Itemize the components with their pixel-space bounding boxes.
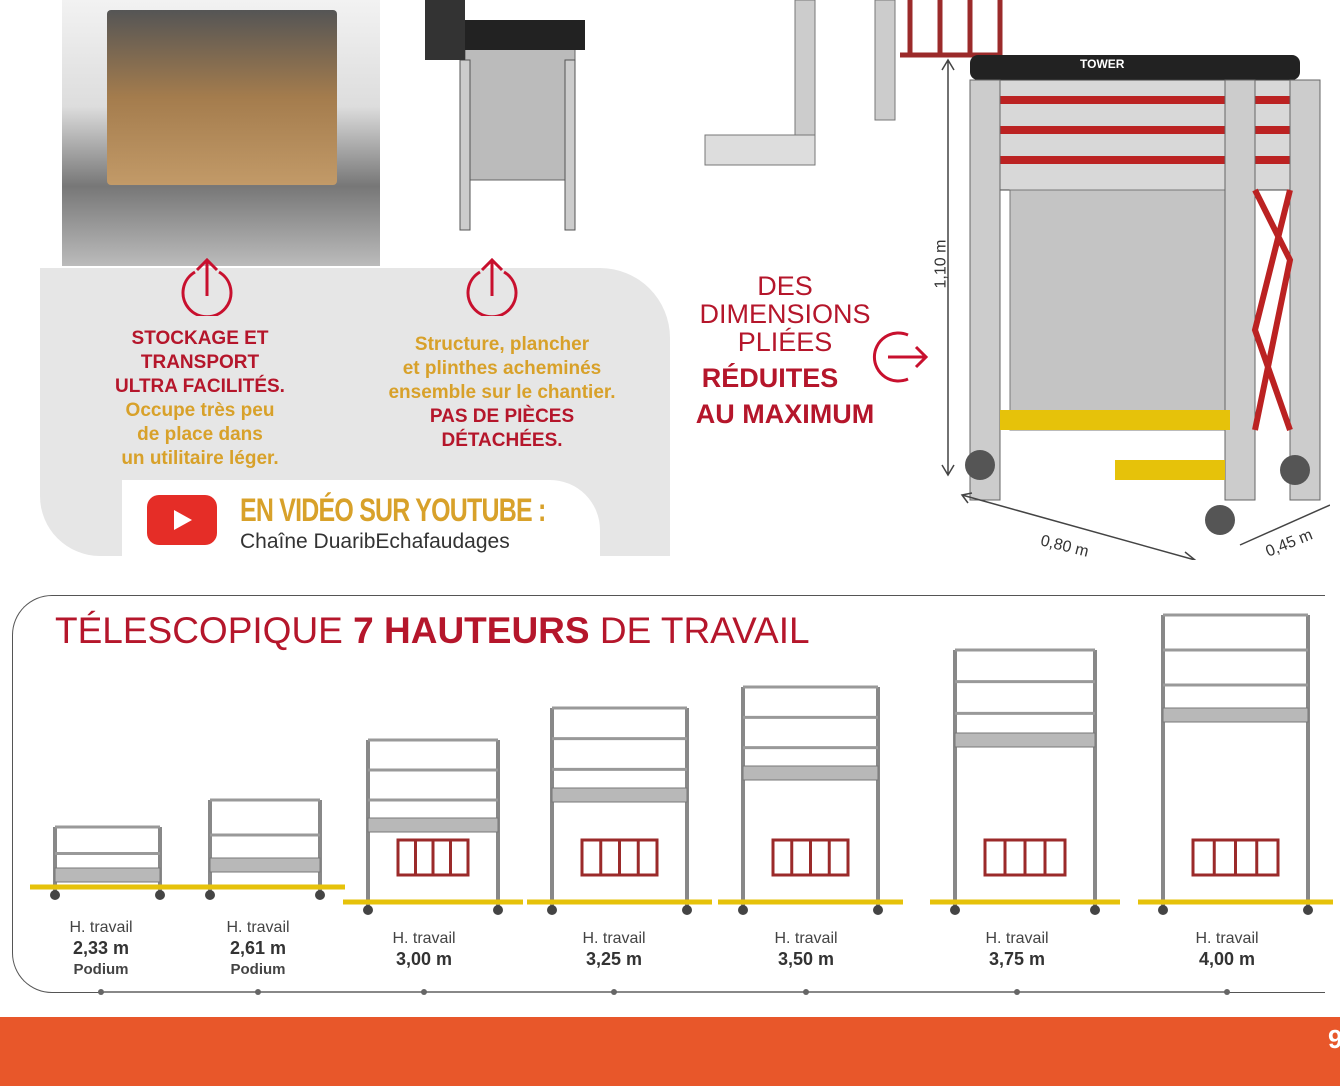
height-label: H. travail [985,930,1049,947]
height-item: H. travail 2,61 m Podium [188,918,328,980]
height-sub: Podium [230,961,286,978]
height-label: H. travail [1195,930,1259,947]
feature-text: TRANSPORT [140,352,260,373]
feature-text: DÉTACHÉES. [441,430,563,451]
timeline-line [104,991,1228,993]
title-part: TÉLESCOPIQUE [55,610,354,651]
brand-label: TOWER [1080,57,1125,71]
height-value: 2,33 m [72,938,130,958]
youtube-play-icon[interactable] [147,495,217,545]
scaffold-drawing [1138,613,1333,915]
timeline-dot [255,989,261,995]
scaffold-drawing [30,825,185,900]
timeline-dot [611,989,617,995]
height-label: H. travail [226,919,290,936]
upload-arrow-icon [181,258,233,316]
folded-scaffold-photo [425,0,595,240]
height-item: H. travail 3,50 m [736,929,876,971]
feature-structure: Structure, plancher et plinthes acheminé… [352,333,652,453]
youtube-box[interactable]: EN VIDÉO SUR YOUTUBE : Chaîne DuaribEcha… [122,480,600,556]
timeline-dot [803,989,809,995]
page-number: 9 [1328,1024,1340,1054]
height-sub: Podium [73,961,129,978]
arrow-right-icon [872,331,929,383]
youtube-channel[interactable]: Chaîne DuaribEchafaudages [240,530,510,553]
height-label: H. travail [774,930,838,947]
van-storage-photo [62,0,380,266]
height-value: 4,00 m [1198,949,1256,969]
feature-text: Structure, plancher [414,334,590,355]
height-value: 3,00 m [395,949,453,969]
section-title: TÉLESCOPIQUE 7 HAUTEURS DE TRAVAIL [55,610,810,652]
footer-bar [0,1017,1340,1086]
dimensions-line: DIMENSIONS [699,299,871,329]
scaffold-drawing [930,648,1120,915]
timeline-dot [1224,989,1230,995]
feature-text: Occupe très peu [125,400,275,421]
height-value: 3,50 m [777,949,835,969]
scaffold-drawing [185,798,345,900]
feature-text: de place dans [137,424,263,445]
height-item: H. travail 3,25 m [544,929,684,971]
height-dimension-label: 1,10 m [932,239,950,289]
heights-section [12,595,1325,993]
feature-text: un utilitaire léger. [121,448,279,469]
upload-arrow-icon [466,258,518,316]
title-part: DE TRAVAIL [589,610,810,651]
youtube-title: EN VIDÉO SUR YOUTUBE : [240,492,546,528]
height-item: H. travail 4,00 m [1157,929,1297,971]
height-label: H. travail [69,919,133,936]
feature-text: ULTRA FACILITÉS. [115,376,285,397]
feature-storage: STOCKAGE ET TRANSPORT ULTRA FACILITÉS. O… [80,327,320,471]
feature-text: PAS DE PIÈCES [429,406,575,427]
scaffold-drawing [527,706,712,915]
height-value: 3,75 m [988,949,1046,969]
title-bold: 7 HAUTEURS [353,610,590,651]
height-item: H. travail 3,75 m [947,929,1087,971]
dimensions-line: RÉDUITES [701,363,839,393]
timeline-dot [98,989,104,995]
feature-text: et plinthes acheminés [402,358,602,379]
dimensions-line: DES [757,271,813,301]
folded-scaffold-product-photo: TOWER [704,0,1330,560]
height-value: 3,25 m [585,949,643,969]
height-value: 2,61 m [229,938,287,958]
timeline-dot [421,989,427,995]
height-item: H. travail 3,00 m [354,929,494,971]
timeline-dot [1014,989,1020,995]
dimensions-line: AU MAXIMUM [695,399,875,429]
height-item: H. travail 2,33 m Podium [31,918,171,980]
feature-text: STOCKAGE ET [131,328,269,349]
height-label: H. travail [582,930,646,947]
dimensions-line: PLIÉES [737,327,833,357]
scaffold-illustrations [30,613,1333,915]
scaffold-drawing [718,685,903,915]
dimensions-text: DES DIMENSIONS PLIÉES RÉDUITES AU MAXIMU… [675,272,895,428]
height-label: H. travail [392,930,456,947]
feature-text: ensemble sur le chantier. [388,382,616,403]
scaffold-drawing [343,738,523,915]
